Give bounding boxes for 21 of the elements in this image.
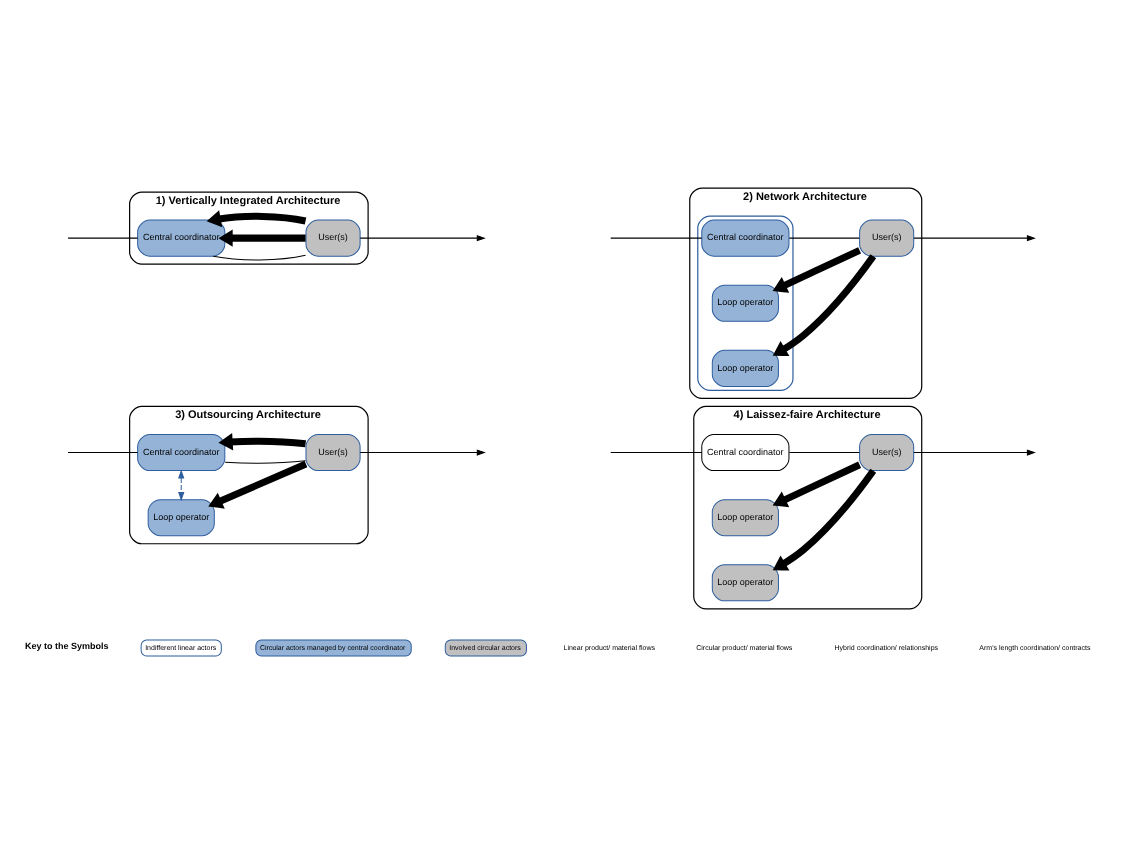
connector xyxy=(788,237,860,239)
connector xyxy=(224,460,307,464)
arrow xyxy=(772,254,877,357)
connector xyxy=(67,237,139,239)
connector xyxy=(788,452,860,454)
arrow xyxy=(178,470,185,501)
connector xyxy=(610,452,703,454)
arrow xyxy=(208,460,308,509)
arrow xyxy=(772,461,862,508)
connector xyxy=(610,237,703,239)
arrow xyxy=(772,247,862,293)
arrow xyxy=(772,468,877,571)
connector xyxy=(67,452,139,454)
arrow xyxy=(913,235,1035,242)
arrow xyxy=(359,449,485,456)
arrow xyxy=(359,235,485,242)
arrow xyxy=(913,449,1035,456)
arrow xyxy=(218,433,306,451)
connector xyxy=(212,254,307,261)
arrow xyxy=(218,229,306,247)
arrow xyxy=(206,210,307,228)
